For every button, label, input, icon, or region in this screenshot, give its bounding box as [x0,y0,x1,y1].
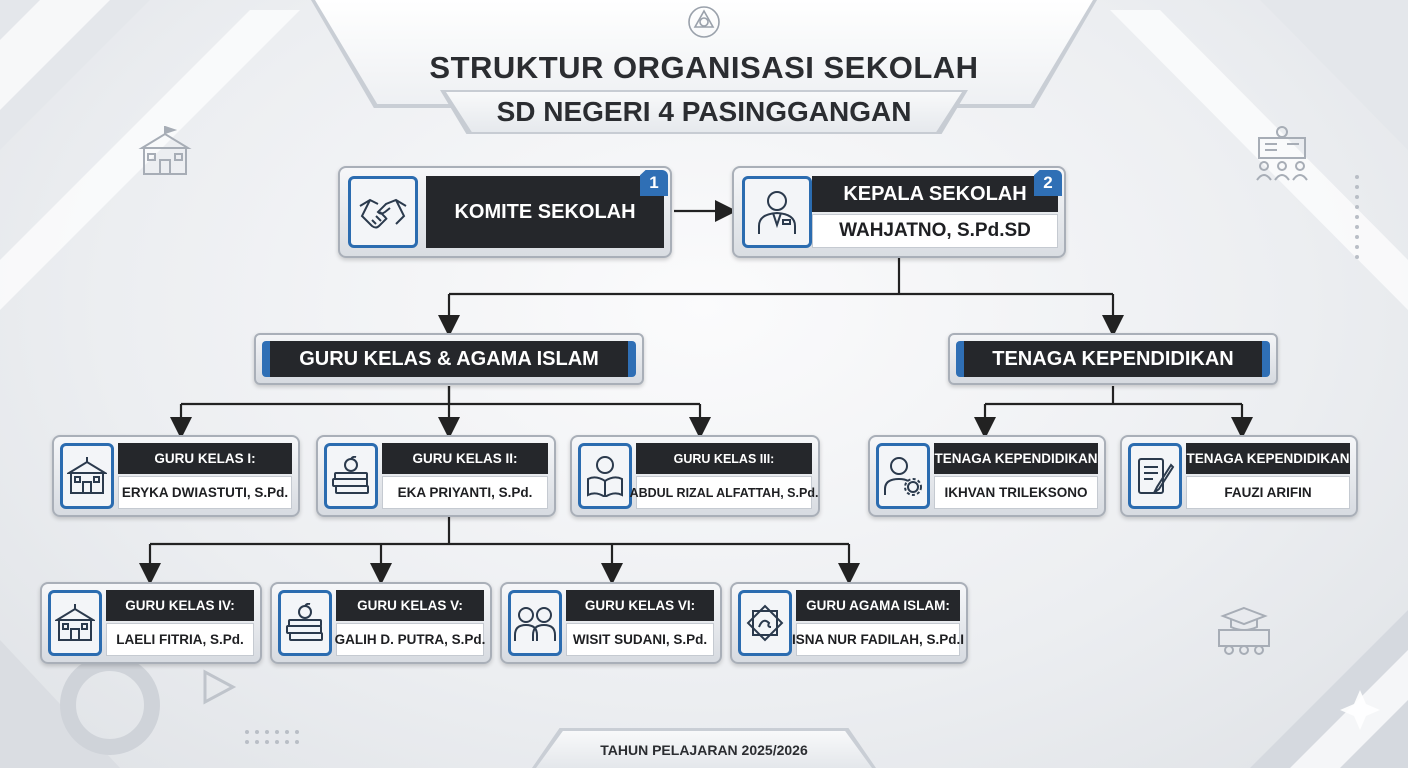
handshake-icon [348,176,418,248]
card-role: GURU KELAS V: [336,590,484,621]
footer-panel [536,731,872,768]
card-role: GURU KELAS IV: [106,590,254,621]
card-role: GURU KELAS VI: [566,590,714,621]
principal-icon [742,176,812,248]
card-role: GURU KELAS II: [382,443,548,474]
card-role: GURU KELAS I: [118,443,292,474]
subtitle-panel [446,92,962,132]
komite-label: KOMITE SEKOLAH [426,176,664,248]
card-role: GURU AGAMA ISLAM: [796,590,960,621]
card-name: ERYKA DWIASTUTI, S.Pd. [118,476,292,509]
card-guru-agama-islam: GURU AGAMA ISLAM: ISNA NUR FADILAH, S.Pd… [730,582,968,664]
card-role: TENAGA KEPENDIDIKAN [1186,443,1350,474]
card-name: ABDUL RIZAL ALFATTAH, S.Pd. [630,476,818,509]
section-guru-kelas: GURU KELAS & AGAMA ISLAM [254,333,644,385]
card-name: IKHVAN TRILEKSONO [934,476,1098,509]
card-name: FAUZI ARIFIN [1186,476,1350,509]
section-tendik-label: TENAGA KEPENDIDIKAN [956,341,1270,377]
card-tendik-2: TENAGA KEPENDIDIKAN FAUZI ARIFIN [1120,435,1358,517]
reader-icon [578,443,632,509]
school-emblem-icon [684,4,724,40]
document-pen-icon [1128,443,1182,509]
komite-sekolah-box: KOMITE SEKOLAH 1 [338,166,672,258]
card-name: WISIT SUDANI, S.Pd. [566,623,714,656]
decorative-dots-right [1355,175,1359,259]
card-name: GALIH D. PUTRA, S.Pd. [335,623,485,656]
section-tenaga-kependidikan: TENAGA KEPENDIDIKAN [948,333,1278,385]
staff-gear-icon [876,443,930,509]
kepala-name: WAHJATNO, S.Pd.SD [812,214,1058,248]
books-apple-icon [324,443,378,509]
card-role: TENAGA KEPENDIDIKAN [934,443,1098,474]
section-guru-label: GURU KELAS & AGAMA ISLAM [262,341,636,377]
page-title: STRUKTUR ORGANISASI SEKOLAH [429,50,979,85]
school-name: SD NEGERI 4 PASINGGANGAN [496,96,912,127]
decorative-dots-left [245,730,299,744]
card-guru-kelas-3: GURU KELAS III: ABDUL RIZAL ALFATTAH, S.… [570,435,820,517]
students-icon [508,590,562,656]
komite-badge: 1 [640,170,668,196]
school-icon [48,590,102,656]
card-guru-kelas-2: GURU KELAS II: EKA PRIYANTI, S.Pd. [316,435,556,517]
card-guru-kelas-4: GURU KELAS IV: LAELI FITRIA, S.Pd. [40,582,262,664]
card-name: LAELI FITRIA, S.Pd. [106,623,254,656]
card-guru-kelas-6: GURU KELAS VI: WISIT SUDANI, S.Pd. [500,582,722,664]
kepala-badge: 2 [1034,170,1062,196]
card-name: ISNA NUR FADILAH, S.Pd.I [792,623,964,656]
card-tendik-1: TENAGA KEPENDIDIKAN IKHVAN TRILEKSONO [868,435,1106,517]
card-name: EKA PRIYANTI, S.Pd. [382,476,548,509]
school-icon [60,443,114,509]
books-apple-icon [278,590,332,656]
islamic-emblem-icon [738,590,792,656]
card-guru-kelas-1: GURU KELAS I: ERYKA DWIASTUTI, S.Pd. [52,435,300,517]
academic-year: TAHUN PELAJARAN 2025/2026 [600,742,808,758]
card-role: GURU KELAS III: [636,443,812,474]
card-guru-kelas-5: GURU KELAS V: GALIH D. PUTRA, S.Pd. [270,582,492,664]
kepala-sekolah-box: KEPALA SEKOLAH WAHJATNO, S.Pd.SD 2 [732,166,1066,258]
kepala-role: KEPALA SEKOLAH [812,176,1058,212]
